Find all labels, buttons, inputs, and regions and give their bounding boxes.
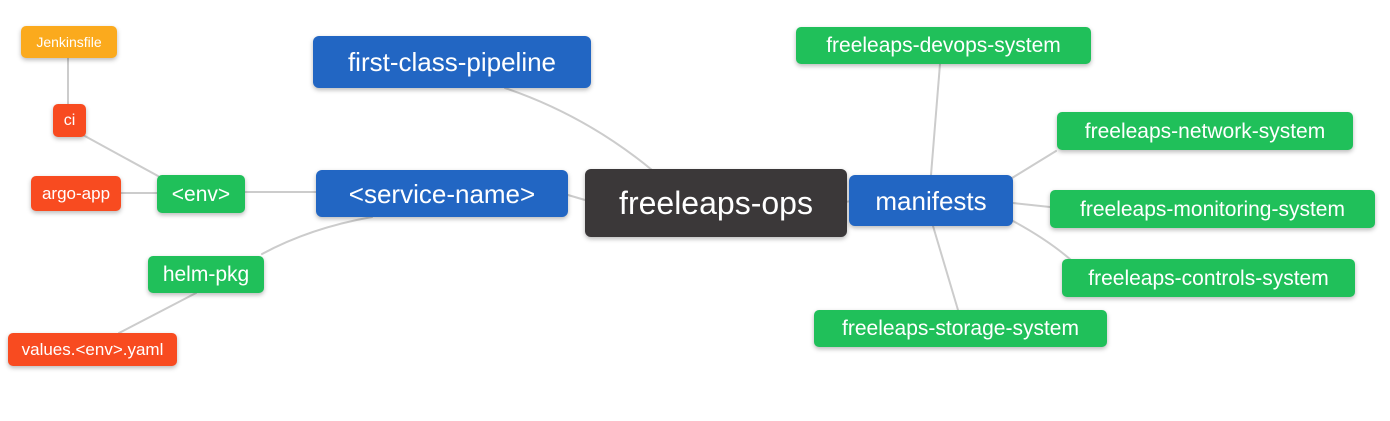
node-values-env-yaml[interactable]: values.<env>.yaml xyxy=(8,333,177,366)
node-storage-system[interactable]: freeleaps-storage-system xyxy=(814,310,1107,347)
edge-ops-first-class-pipeline xyxy=(504,87,653,171)
node-devops-system[interactable]: freeleaps-devops-system xyxy=(796,27,1091,64)
node-freeleaps-ops[interactable]: freeleaps-ops xyxy=(585,169,847,237)
node-jenkinsfile[interactable]: Jenkinsfile xyxy=(21,26,117,58)
node-env[interactable]: <env> xyxy=(157,175,245,213)
node-monitoring-system[interactable]: freeleaps-monitoring-system xyxy=(1050,190,1375,228)
edge-manifests-monitoring-system xyxy=(1012,202,1051,208)
edge-service-name-helm-pkg xyxy=(261,216,373,255)
node-argo-app[interactable]: argo-app xyxy=(31,176,121,211)
edge-manifests-devops-system xyxy=(930,63,941,176)
edge-ops-service-name xyxy=(567,194,586,201)
node-first-class-pipeline[interactable]: first-class-pipeline xyxy=(313,36,591,88)
node-network-system[interactable]: freeleaps-network-system xyxy=(1057,112,1353,150)
node-manifests[interactable]: manifests xyxy=(849,175,1013,226)
edge-manifests-storage-system xyxy=(932,225,959,311)
node-helm-pkg[interactable]: helm-pkg xyxy=(148,256,264,293)
node-service-name[interactable]: <service-name> xyxy=(316,170,568,217)
node-ci[interactable]: ci xyxy=(53,104,86,137)
edge-helm-pkg-values-env-yaml xyxy=(118,292,197,334)
node-controls-system[interactable]: freeleaps-controls-system xyxy=(1062,259,1355,297)
edge-env-ci xyxy=(82,134,159,177)
edge-manifests-network-system xyxy=(1011,150,1057,179)
